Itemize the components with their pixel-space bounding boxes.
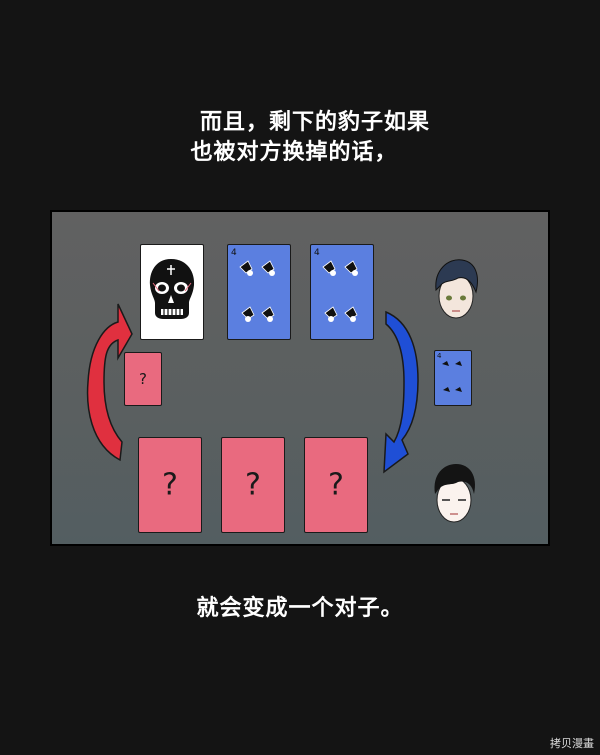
skull-card: [140, 244, 204, 340]
skull-icon: [149, 259, 195, 319]
spade-icon: [239, 260, 275, 322]
card-rank-label: 4: [437, 352, 442, 360]
opponent-portrait-icon: [435, 259, 478, 319]
blue-curved-arrow-icon: [383, 310, 419, 474]
spade-icon: [322, 260, 358, 322]
card-rank-label: 4: [231, 248, 237, 258]
red-curved-arrow-icon: [86, 303, 133, 462]
question-mark: ?: [162, 467, 178, 503]
caption-top-line1: 而且，剩下的豹子如果: [199, 110, 430, 135]
question-mark: ?: [139, 370, 147, 388]
caption-top-line2: 也被对方换掉的话，: [190, 140, 398, 165]
unknown-card-1: ?: [138, 437, 202, 533]
unknown-card-2: ?: [221, 437, 285, 533]
caption-bottom: 就会变成一个对子。: [196, 596, 404, 621]
watermark: 拷贝漫畫: [550, 737, 594, 750]
small-unknown-card: ?: [124, 352, 162, 406]
blue-spade-card-1: 4: [227, 244, 291, 340]
caption-top: 而且，剩下的豹子如果 也被对方换掉的话，: [0, 108, 600, 168]
unknown-card-3: ?: [304, 437, 368, 533]
spade-icon: [442, 361, 462, 392]
player-portrait-icon: [434, 464, 476, 523]
question-mark: ?: [328, 467, 344, 503]
small-blue-spade-card: 4: [434, 350, 472, 406]
blue-spade-card-2: 4: [310, 244, 374, 340]
card-diagram-panel: 4 4 4 ? ? ?: [50, 210, 550, 546]
question-mark: ?: [245, 467, 261, 503]
card-rank-label: 4: [314, 248, 320, 258]
